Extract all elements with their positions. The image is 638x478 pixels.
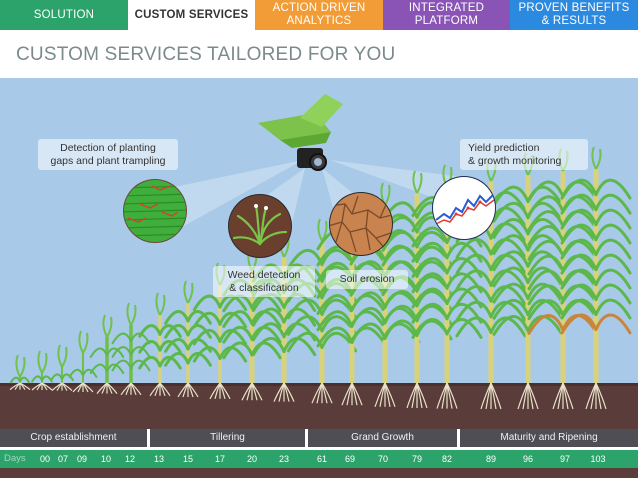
top-tab-bar: SOLUTION CUSTOM SERVICES ACTION DRIVEN A… xyxy=(0,0,638,30)
tab-custom-services[interactable]: CUSTOM SERVICES xyxy=(128,0,255,30)
day-value: 00 xyxy=(39,454,50,464)
day-value: 70 xyxy=(377,454,388,464)
day-value: 89 xyxy=(485,454,496,464)
day-value: 23 xyxy=(278,454,289,464)
stage-grand-growth: Grand Growth xyxy=(308,429,457,447)
day-value: 09 xyxy=(76,454,87,464)
day-value: 07 xyxy=(57,454,68,464)
callout-soil-erosion: Soil erosion xyxy=(326,270,408,289)
crop-plant xyxy=(68,330,98,393)
callout-planting-gaps: Detection of planting gaps and plant tra… xyxy=(38,139,178,170)
callout-yield-prediction: Yield prediction & growth monitoring xyxy=(460,139,588,170)
day-value: 10 xyxy=(100,454,111,464)
crop-plant xyxy=(560,146,632,410)
drone-icon xyxy=(258,94,343,171)
stage-maturity-ripening: Maturity and Ripening xyxy=(460,429,638,447)
crop-plant xyxy=(89,314,125,394)
bottom-soil-strip xyxy=(0,468,638,478)
planting-gaps-image xyxy=(123,179,187,243)
view-beam xyxy=(330,160,470,198)
view-beam xyxy=(155,160,303,242)
day-value: 69 xyxy=(344,454,355,464)
soil-erosion-image xyxy=(329,192,393,256)
tab-action-driven-analytics[interactable]: ACTION DRIVEN ANALYTICS xyxy=(255,0,383,30)
day-value: 15 xyxy=(182,454,193,464)
tab-solution[interactable]: SOLUTION xyxy=(0,0,128,30)
crop-plant xyxy=(111,302,151,396)
stage-tillering: Tillering xyxy=(150,429,305,447)
stage-crop-establishment: Crop establishment xyxy=(0,429,147,447)
soil-ground xyxy=(0,383,638,429)
crop-plant xyxy=(492,152,564,410)
day-value: 96 xyxy=(522,454,533,464)
crop-plant xyxy=(164,280,212,398)
day-value: 13 xyxy=(153,454,164,464)
crop-plant xyxy=(50,344,74,392)
crop-plant xyxy=(138,292,182,397)
days-label: Days xyxy=(4,453,26,464)
day-value: 17 xyxy=(214,454,225,464)
day-value: 12 xyxy=(124,454,135,464)
day-value: 20 xyxy=(246,454,257,464)
days-timeline: Days 00 07 09 10 12 13 15 17 20 23 61 69… xyxy=(0,450,638,468)
crop-growth-illustration xyxy=(0,78,638,429)
day-value: 79 xyxy=(411,454,422,464)
page-title: CUSTOM SERVICES TAILORED FOR YOU xyxy=(16,44,396,65)
tab-proven-benefits[interactable]: PROVEN BENEFITS & RESULTS xyxy=(510,0,638,30)
crop-plant xyxy=(9,354,31,391)
day-value: 103 xyxy=(590,454,606,464)
day-value: 97 xyxy=(559,454,570,464)
weed-image xyxy=(228,194,292,258)
growth-stage-bar: Crop establishment Tillering Grand Growt… xyxy=(0,429,638,447)
day-value: 82 xyxy=(441,454,452,464)
tab-integrated-platform[interactable]: INTEGRATED PLATFORM xyxy=(383,0,510,30)
callout-weed-detection: Weed detection & classification xyxy=(213,266,315,297)
yield-chart-image xyxy=(432,176,496,240)
day-value: 61 xyxy=(316,454,327,464)
